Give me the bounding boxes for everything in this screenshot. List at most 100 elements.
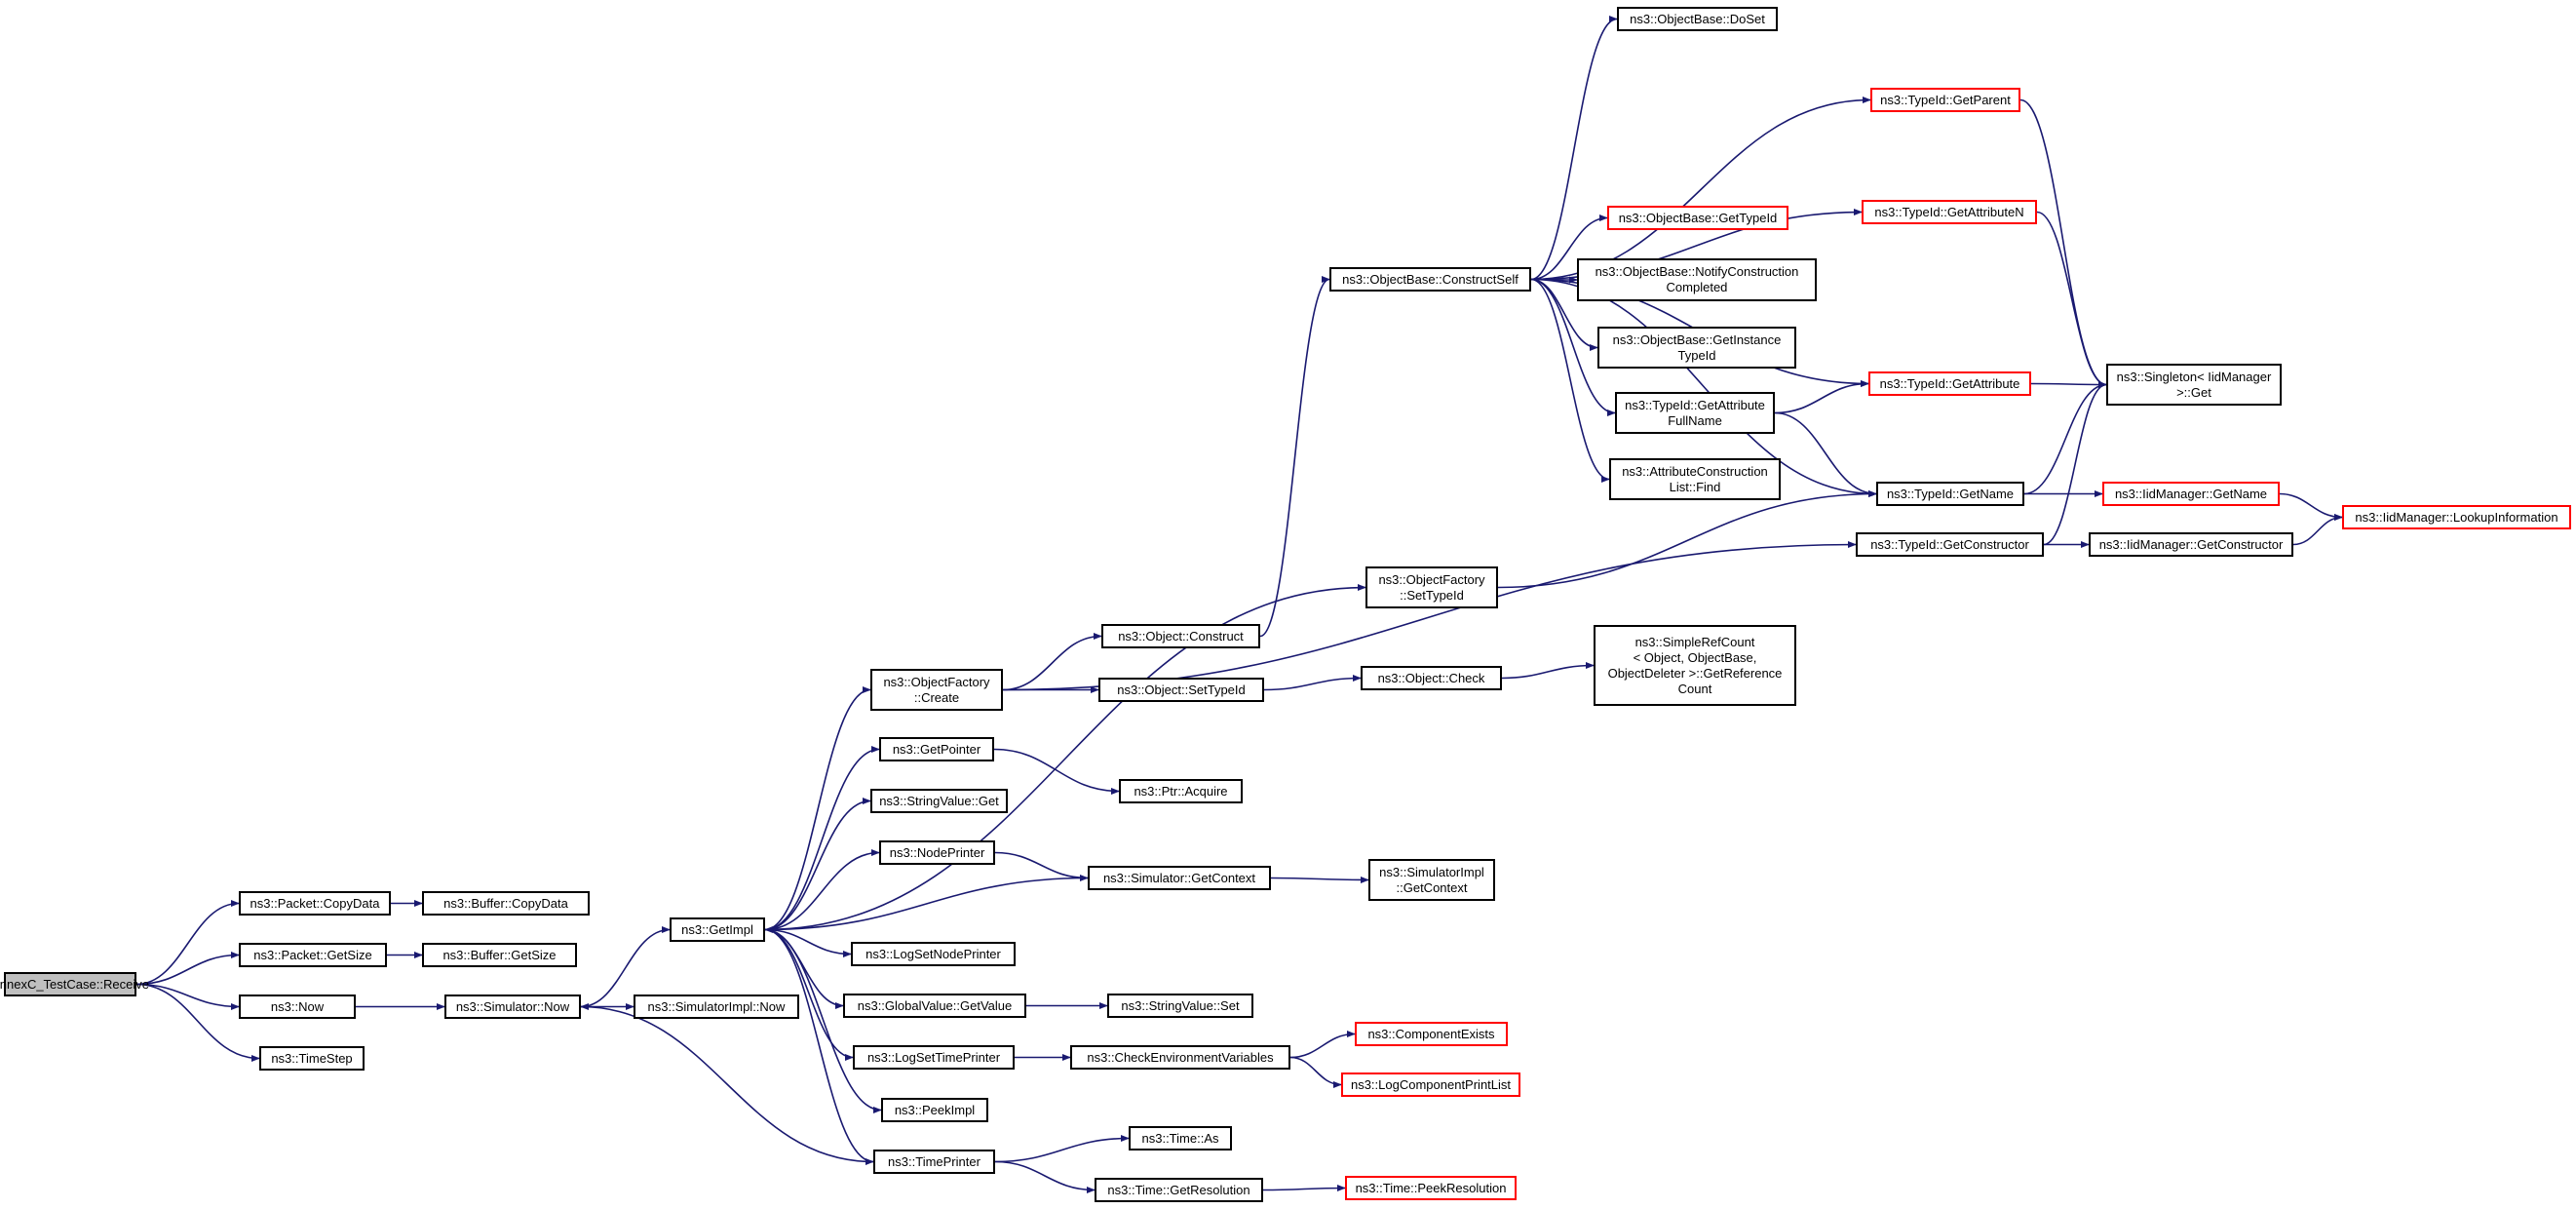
edge-checkenv-to-logcompprint — [1289, 1056, 1342, 1089]
node-tgetattrn[interactable]: ns3::TypeId::GetAttributeN — [1862, 200, 2037, 224]
node-peekimpl[interactable]: ns3::PeekImpl — [881, 1098, 988, 1122]
node-tgetname[interactable]: ns3::TypeId::GetName — [1876, 482, 2024, 506]
node-peekres[interactable]: ns3::Time::PeekResolution — [1345, 1176, 1517, 1200]
node-tgetattr[interactable]: ns3::TypeId::GetAttribute — [1868, 371, 2031, 396]
node-ofcreate[interactable]: ns3::ObjectFactory ::Create — [870, 669, 1003, 711]
node-getinsttypeid[interactable]: ns3::ObjectBase::GetInstance TypeId — [1597, 327, 1796, 369]
node-label: ns3::ComponentExists — [1367, 1026, 1495, 1041]
node-ptracquire[interactable]: ns3::Ptr::Acquire — [1119, 779, 1243, 803]
edge-timeprinter-to-simnow — [580, 1002, 874, 1163]
node-iidlookup[interactable]: ns3::IidManager::LookupInformation — [2342, 505, 2571, 529]
node-bufsize[interactable]: ns3::Buffer::GetSize — [422, 943, 577, 967]
edge-simgetctx-to-getimpl — [764, 877, 1089, 934]
node-label: ns3::ObjectFactory ::SetTypeId — [1378, 571, 1485, 603]
node-doset[interactable]: ns3::ObjectBase::DoSet — [1617, 7, 1778, 31]
node-simnow[interactable]: ns3::Simulator::Now — [444, 994, 581, 1019]
edge-recv-to-timestep — [135, 983, 260, 1063]
node-label: ns3::Singleton< IidManager >::Get — [2116, 369, 2272, 400]
node-pktsize[interactable]: ns3::Packet::GetSize — [239, 943, 387, 967]
edge-ofcreate-to-objconstruct — [1002, 632, 1102, 691]
node-simgetctx[interactable]: ns3::Simulator::GetContext — [1088, 866, 1271, 890]
node-simimplctx[interactable]: ns3::SimulatorImpl ::GetContext — [1368, 859, 1495, 901]
node-logsetnode[interactable]: ns3::LogSetNodePrinter — [851, 942, 1016, 966]
node-attrconstfind[interactable]: ns3::AttributeConstruction List::Find — [1609, 458, 1781, 500]
node-simimplnow[interactable]: ns3::SimulatorImpl::Now — [634, 994, 799, 1019]
node-label: AnnexC_TestCase::Receive — [0, 976, 149, 992]
edge-getimpl-to-ofsettypeid — [764, 583, 1366, 931]
edge-simgetctx-to-simimplctx — [1270, 876, 1369, 884]
node-timeas[interactable]: ns3::Time::As — [1129, 1126, 1232, 1150]
node-label: ns3::Packet::GetSize — [253, 947, 372, 962]
node-constructself[interactable]: ns3::ObjectBase::ConstructSelf — [1329, 267, 1531, 292]
node-label: ns3::Now — [270, 998, 325, 1014]
node-label: ns3::ObjectBase::ConstructSelf — [1342, 271, 1519, 287]
node-label: ns3::TypeId::GetAttribute FullName — [1625, 397, 1765, 428]
node-objcheck[interactable]: ns3::Object::Check — [1361, 666, 1502, 690]
node-label: ns3::Object::SetTypeId — [1117, 682, 1246, 697]
node-logcompprint[interactable]: ns3::LogComponentPrintList — [1341, 1072, 1520, 1097]
node-getimpl[interactable]: ns3::GetImpl — [670, 917, 765, 942]
node-label: ns3::ObjectFactory ::Create — [883, 674, 990, 705]
edge-recv-to-pktsize — [135, 951, 240, 986]
node-label: ns3::GetImpl — [681, 921, 753, 937]
edge-objsettypeid-to-objcheck — [1263, 674, 1362, 691]
node-label: ns3::Buffer::CopyData — [443, 895, 568, 911]
node-timeprinter[interactable]: ns3::TimePrinter — [873, 1150, 995, 1174]
node-checkenv[interactable]: ns3::CheckEnvironmentVariables — [1070, 1045, 1290, 1070]
node-label: ns3::TypeId::GetAttribute — [1879, 375, 2020, 391]
node-iidgetname[interactable]: ns3::IidManager::GetName — [2102, 482, 2280, 506]
node-compexists[interactable]: ns3::ComponentExists — [1355, 1022, 1508, 1046]
edge-recv-to-pktcopy — [135, 899, 240, 986]
edge-simnow-to-getimpl — [580, 925, 671, 1008]
node-getattrfull[interactable]: ns3::TypeId::GetAttribute FullName — [1615, 392, 1775, 434]
node-bufcopy[interactable]: ns3::Buffer::CopyData — [422, 891, 590, 916]
node-label: ns3::IidManager::GetName — [2114, 486, 2268, 501]
node-ofsettypeid[interactable]: ns3::ObjectFactory ::SetTypeId — [1365, 566, 1498, 608]
node-label: ns3::NodePrinter — [889, 844, 985, 860]
node-label: ns3::Time::As — [1141, 1130, 1219, 1146]
node-label: ns3::Simulator::GetContext — [1102, 870, 1256, 885]
edge-iidgetname-to-iidlookup — [2279, 492, 2343, 522]
node-label: ns3::PeekImpl — [894, 1102, 976, 1117]
edge-tgetparent-to-singleton — [2019, 98, 2107, 389]
node-timegetres[interactable]: ns3::Time::GetResolution — [1095, 1178, 1263, 1202]
node-label: ns3::TimePrinter — [888, 1153, 980, 1169]
edge-constructself-to-tgetparent — [1530, 96, 1871, 281]
node-label: ns3::Ptr::Acquire — [1134, 783, 1228, 799]
edge-checkenv-to-compexists — [1289, 1030, 1356, 1059]
node-iidgetctor[interactable]: ns3::IidManager::GetConstructor — [2089, 532, 2293, 557]
node-getpointer[interactable]: ns3::GetPointer — [879, 737, 994, 761]
edge-getimpl-to-strget — [764, 797, 871, 931]
edge-getimpl-to-timeprinter — [764, 928, 874, 1166]
node-objsettypeid[interactable]: ns3::Object::SetTypeId — [1098, 678, 1264, 702]
node-logsettime[interactable]: ns3::LogSetTimePrinter — [853, 1045, 1015, 1070]
node-pktcopy[interactable]: ns3::Packet::CopyData — [239, 891, 391, 916]
node-recv[interactable]: AnnexC_TestCase::Receive — [0, 972, 149, 996]
edge-timegetres-to-peekres — [1262, 1184, 1346, 1192]
node-notifycc[interactable]: ns3::ObjectBase::NotifyConstruction Comp… — [1577, 258, 1817, 301]
node-tgetctor[interactable]: ns3::TypeId::GetConstructor — [1856, 532, 2044, 557]
node-label: ns3::ObjectBase::DoSet — [1630, 11, 1765, 26]
node-strset[interactable]: ns3::StringValue::Set — [1107, 994, 1253, 1018]
node-obgettypeid[interactable]: ns3::ObjectBase::GetTypeId — [1607, 206, 1788, 230]
edge-getattrfull-to-tgetname — [1774, 411, 1877, 498]
node-label: ns3::LogComponentPrintList — [1350, 1076, 1512, 1092]
node-gvgetvalue[interactable]: ns3::GlobalValue::GetValue — [843, 994, 1026, 1018]
node-label: ns3::ObjectBase::GetTypeId — [1618, 210, 1778, 225]
node-label: ns3::Object::Construct — [1118, 628, 1244, 644]
edge-getimpl-to-logsettime — [764, 928, 854, 1062]
node-timestep[interactable]: ns3::TimeStep — [259, 1046, 365, 1071]
node-simplerefcount[interactable]: ns3::SimpleRefCount < Object, ObjectBase… — [1594, 625, 1796, 706]
edge-constructself-to-obgettypeid — [1530, 214, 1608, 281]
node-label: ns3::Time::PeekResolution — [1355, 1180, 1507, 1195]
node-objconstruct[interactable]: ns3::Object::Construct — [1101, 624, 1260, 648]
node-nodeprinter[interactable]: ns3::NodePrinter — [879, 840, 995, 865]
edge-tgetattr-to-singleton — [2030, 380, 2107, 389]
node-strget[interactable]: ns3::StringValue::Get — [870, 789, 1008, 813]
node-now[interactable]: ns3::Now — [239, 994, 356, 1019]
node-singleton[interactable]: ns3::Singleton< IidManager >::Get — [2106, 364, 2282, 406]
edge-tgetattrn-to-singleton — [2036, 211, 2107, 389]
node-tgetparent[interactable]: ns3::TypeId::GetParent — [1870, 88, 2020, 112]
node-label: ns3::Time::GetResolution — [1107, 1182, 1250, 1197]
